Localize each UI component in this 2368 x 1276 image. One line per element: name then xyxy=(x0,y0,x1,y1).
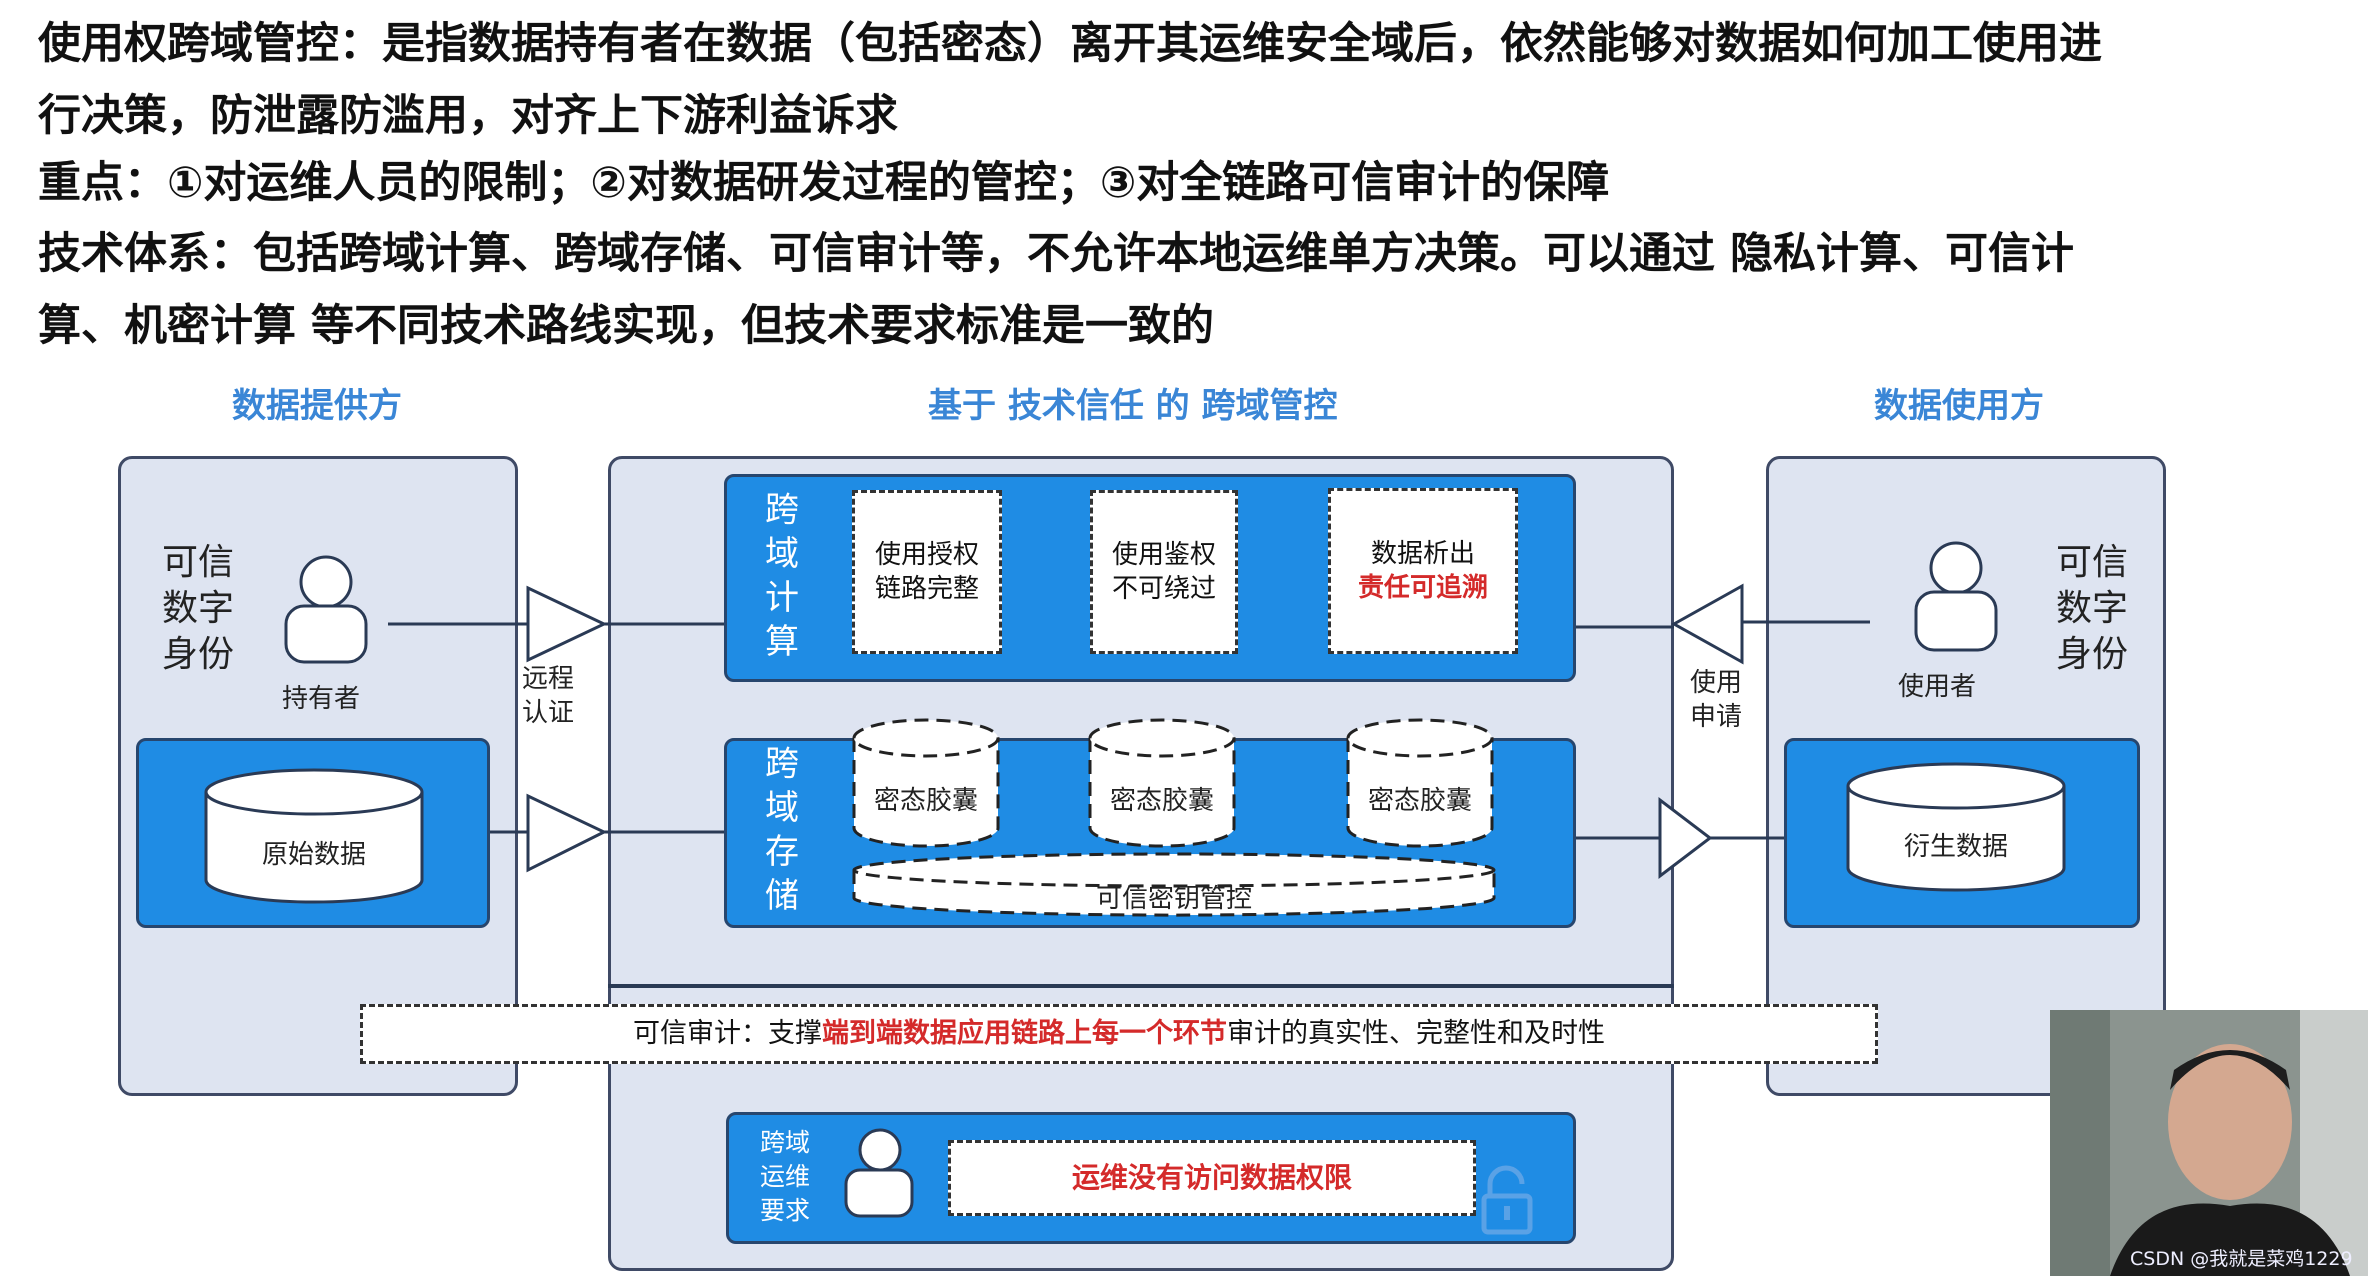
header-line-3: 重点：①对运维人员的限制；②对数据研发过程的管控；③对全链路可信审计的保障 xyxy=(38,158,1610,208)
cylinder-icon xyxy=(1088,718,1236,848)
capsule-1-label: 密态胶囊 xyxy=(873,786,978,816)
audit-highlight: 端到端数据应用链路上每一个环节 xyxy=(822,1018,1227,1049)
holder-label: 持有者 xyxy=(282,684,361,714)
triangle-arrow-icon xyxy=(526,793,608,873)
header-line-5: 算、机密计算 等不同技术路线实现，但技术要求标准是一致的 xyxy=(38,301,1214,351)
cylinder-icon xyxy=(1846,762,2066,892)
cylinder-icon xyxy=(1346,718,1494,848)
compute-label: 跨域计算 xyxy=(765,490,799,662)
auth-check-box: 使用鉴权不可绕过 xyxy=(1090,490,1238,654)
triangle-arrow-icon xyxy=(1670,583,1744,665)
person-icon xyxy=(1914,541,1998,652)
cylinder-icon xyxy=(204,768,424,904)
audit-prefix: 可信审计：支撑 xyxy=(633,1018,822,1049)
cylinder-icon xyxy=(852,852,1496,917)
capsule-2-label: 密态胶囊 xyxy=(1109,786,1214,816)
header-line-2: 行决策，防泄露防滥用，对齐上下游利益诉求 xyxy=(38,91,898,141)
accountability-box: 数据析出责任可追溯 xyxy=(1328,488,1518,654)
auth-chain-box: 使用授权链路完整 xyxy=(852,490,1002,654)
trusted-audit-bar: 可信审计：支撑端到端数据应用链路上每一个环节审计的真实性、完整性和及时性 xyxy=(360,1004,1878,1064)
remote-auth-label: 远程认证 xyxy=(522,664,575,728)
raw-data-label: 原始数据 xyxy=(261,840,366,870)
header-line-1: 使用权跨域管控：是指数据持有者在数据（包括密态）离开其运维安全域后，依然能够对数… xyxy=(38,19,2102,69)
derived-data-label: 衍生数据 xyxy=(1903,832,2008,862)
webcam-overlay xyxy=(2050,1010,2368,1276)
storage-label: 跨域存储 xyxy=(765,744,799,916)
user-identity: 可信数字身份 xyxy=(2055,542,2128,675)
cylinder-icon xyxy=(852,718,1000,848)
lock-icon xyxy=(1481,1165,1533,1235)
person-icon xyxy=(284,555,368,664)
user-title: 数据使用方 xyxy=(1874,386,2044,426)
triangle-arrow-icon xyxy=(526,585,608,663)
presenter-video xyxy=(2050,1010,2368,1276)
provider-title: 数据提供方 xyxy=(232,386,402,426)
key-mgmt-label: 可信密钥管控 xyxy=(1095,884,1252,914)
triangle-arrow-icon xyxy=(1658,796,1713,880)
ops-label: 跨域运维要求 xyxy=(760,1128,811,1225)
person-icon xyxy=(844,1128,914,1218)
audit-suffix: 审计的真实性、完整性和及时性 xyxy=(1227,1018,1605,1049)
center-title: 基于 技术信任 的 跨域管控 xyxy=(928,386,1338,426)
user-label: 使用者 xyxy=(1898,672,1977,702)
watermark: CSDN @我就是菜鸡1229 xyxy=(2130,1248,2353,1270)
provider-identity: 可信数字身份 xyxy=(161,542,234,675)
ops-statement: 运维没有访问数据权限 xyxy=(948,1140,1476,1216)
capsule-3-label: 密态胶囊 xyxy=(1367,786,1472,816)
header-line-4: 技术体系：包括跨域计算、跨域存储、可信审计等，不允许本地运维单方决策。可以通过 … xyxy=(38,229,2074,279)
use-request-label: 使用申请 xyxy=(1690,668,1743,732)
